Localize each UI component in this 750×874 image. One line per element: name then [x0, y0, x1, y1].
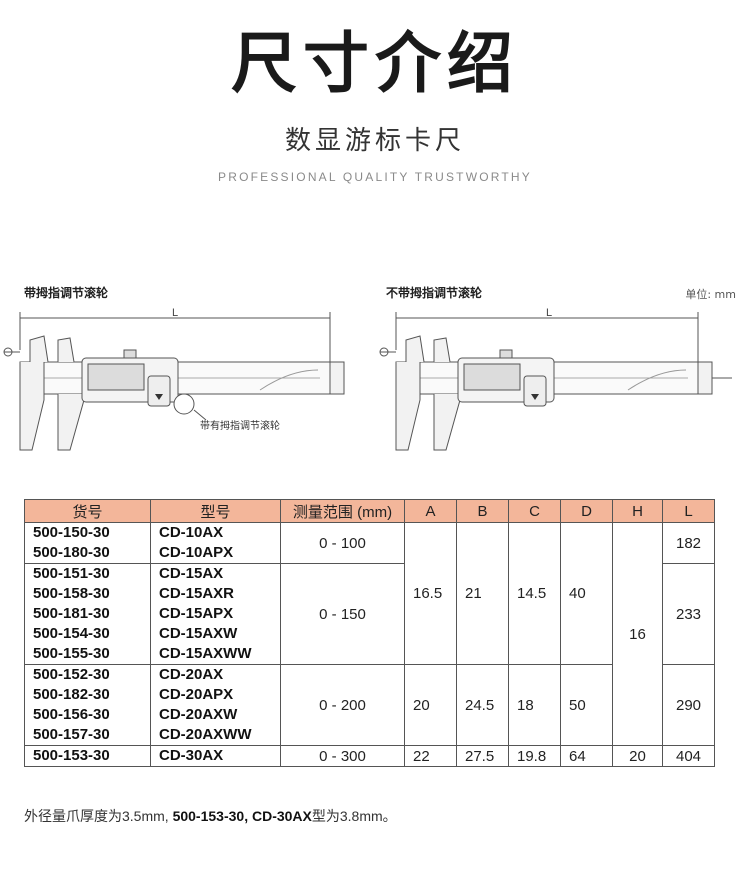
- item-number: 500-180-30: [33, 544, 110, 561]
- item-number: 500-155-30: [33, 645, 110, 662]
- item-number: 500-152-30: [33, 666, 110, 683]
- range-cell: 0 - 300: [280, 745, 405, 767]
- item-numbers-cell: 500-153-30: [24, 745, 151, 767]
- item-number: 500-150-30: [33, 524, 110, 541]
- item-number: 500-181-30: [33, 605, 110, 622]
- c-value-cell: 19.8: [508, 745, 561, 767]
- header-b: B: [456, 499, 509, 523]
- header-item-no: 货号: [24, 499, 151, 523]
- thumb-roller-callout: 带有拇指调节滚轮: [200, 421, 280, 432]
- item-number: 500-182-30: [33, 686, 110, 703]
- header-range: 测量范围 (mm): [280, 499, 405, 523]
- caliper-without-thumb-roller-diagram: [379, 312, 732, 451]
- item-numbers-cell: 500-152-30 500-182-30 500-156-30 500-157…: [24, 664, 151, 746]
- header-a: A: [404, 499, 457, 523]
- b-value-cell: 27.5: [456, 745, 509, 767]
- b-value-cell: 24.5: [456, 664, 509, 746]
- table-row: 500-153-30 CD-30AX 0 - 300 22 27.5 19.8 …: [24, 745, 715, 767]
- c-value-cell: 18: [508, 664, 561, 746]
- item-number: 500-158-30: [33, 585, 110, 602]
- model-code: CD-10AX: [159, 524, 224, 541]
- model-code: CD-15AXWW: [159, 645, 252, 662]
- footnote-text-3: 型为3.8mm。: [311, 808, 397, 824]
- item-number: 500-156-30: [33, 706, 110, 723]
- l-value-cell: 404: [662, 745, 715, 767]
- footnote: 外径量爪厚度为3.5mm, 500-153-30, CD-30AX型为3.8mm…: [24, 806, 397, 826]
- h-value-cell: 16: [612, 522, 663, 746]
- models-cell: CD-20AX CD-20APX CD-20AXW CD-20AXWW: [150, 664, 281, 746]
- model-code: CD-15AXW: [159, 625, 238, 642]
- right-length-label: L: [546, 307, 553, 319]
- right-diagram-caption: 不带拇指调节滚轮: [386, 286, 483, 300]
- table-row: 500-151-30 500-158-30 500-181-30 500-154…: [24, 563, 715, 665]
- a-value-cell: 16.5: [404, 522, 457, 665]
- l-value-cell: 233: [662, 563, 715, 665]
- d-value-cell: 64: [560, 745, 613, 767]
- item-number: 500-151-30: [33, 565, 110, 582]
- footnote-text-1: 外径量爪厚度为3.5mm,: [24, 808, 173, 824]
- h-value-cell: 20: [612, 745, 663, 767]
- d-value-cell: 50: [560, 664, 613, 746]
- footnote-text-2: 500-153-30, CD-30AX: [172, 808, 312, 824]
- models-cell: CD-10AX CD-10APX: [150, 522, 281, 564]
- left-diagram-caption: 带拇指调节滚轮: [24, 286, 109, 300]
- left-length-label: L: [172, 307, 179, 319]
- model-code: CD-15APX: [159, 605, 234, 622]
- item-numbers-cell: 500-151-30 500-158-30 500-181-30 500-154…: [24, 563, 151, 665]
- item-number: 500-157-30: [33, 726, 110, 743]
- d-value-cell: 40: [560, 522, 613, 665]
- table-row: 500-152-30 500-182-30 500-156-30 500-157…: [24, 664, 715, 746]
- model-code: CD-15AX: [159, 565, 224, 582]
- l-value-cell: 290: [662, 664, 715, 746]
- unit-label: 单位: mm: [685, 288, 736, 301]
- table-header-row: 货号 型号 测量范围 (mm) A B C D H L: [24, 499, 715, 523]
- a-value-cell: 20: [404, 664, 457, 746]
- header-l: L: [662, 499, 715, 523]
- models-cell: CD-15AX CD-15AXR CD-15APX CD-15AXW CD-15…: [150, 563, 281, 665]
- model-code: CD-20AXW: [159, 706, 238, 723]
- model-code: CD-30AX: [159, 747, 224, 764]
- model-code: CD-20AXWW: [159, 726, 252, 743]
- table-row: 500-150-30 500-180-30 CD-10AX CD-10APX 0…: [24, 522, 715, 746]
- item-numbers-cell: 500-150-30 500-180-30: [24, 522, 151, 564]
- range-cell: 0 - 200: [280, 664, 405, 746]
- header-model: 型号: [150, 499, 281, 523]
- item-number: 500-153-30: [33, 747, 110, 764]
- header-c: C: [508, 499, 561, 523]
- l-value-cell: 182: [662, 522, 715, 564]
- model-code: CD-10APX: [159, 544, 234, 561]
- page-title: 尺寸介绍: [231, 25, 519, 102]
- model-code: CD-20AX: [159, 666, 224, 683]
- tagline: PROFESSIONAL QUALITY TRUSTWORTHY: [218, 170, 532, 184]
- c-value-cell: 14.5: [508, 522, 561, 665]
- range-cell: 0 - 100: [280, 522, 405, 564]
- models-cell: CD-30AX: [150, 745, 281, 767]
- header-d: D: [560, 499, 613, 523]
- specifications-table: 货号 型号 测量范围 (mm) A B C D H L 500-150-30 5…: [24, 499, 715, 767]
- item-number: 500-154-30: [33, 625, 110, 642]
- a-value-cell: 22: [404, 745, 457, 767]
- caliper-with-thumb-roller-diagram: [3, 312, 345, 451]
- model-code: CD-20APX: [159, 686, 234, 703]
- range-cell: 0 - 150: [280, 563, 405, 665]
- header-h: H: [612, 499, 663, 523]
- model-code: CD-15AXR: [159, 585, 235, 602]
- page-subtitle: 数显游标卡尺: [284, 126, 465, 156]
- b-value-cell: 21: [456, 522, 509, 665]
